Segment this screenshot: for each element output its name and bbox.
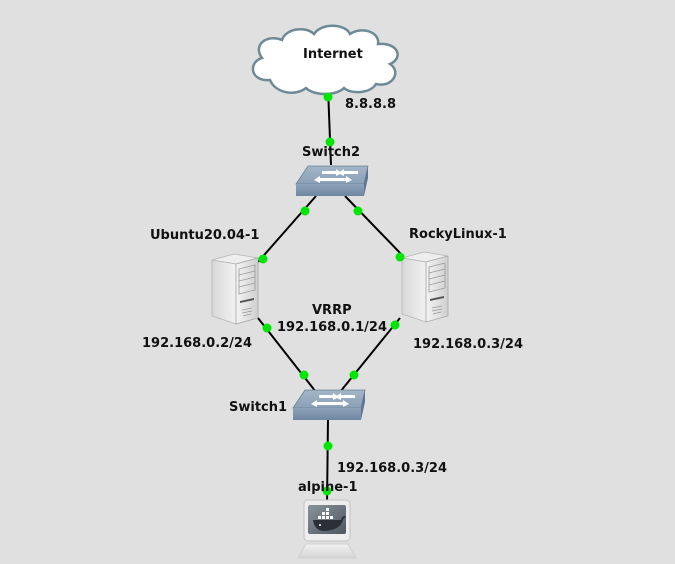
docker-computer-icon [297,499,357,559]
node-alpine[interactable] [297,499,357,559]
node-switch2[interactable] [295,165,369,196]
node-internet[interactable] [251,24,399,96]
node-label-rocky: RockyLinux-1 [409,227,507,242]
ethernet-switch-icon [295,165,369,196]
node-rocky[interactable] [401,251,449,323]
port-dot [353,206,363,216]
port-dot [258,254,268,264]
port-dot [325,137,335,147]
port-dot [390,320,400,330]
node-switch1[interactable] [292,389,366,420]
port-dot [300,206,310,216]
annotation-alpine-ip: 192.168.0.3/24 [337,461,448,476]
annotation-rocky-ip: 192.168.0.3/24 [413,337,524,352]
port-dot [322,486,332,496]
annotation-internet-ip: 8.8.8.8 [345,97,396,112]
node-label-switch2: Switch2 [302,145,361,160]
annotation-ubuntu-ip: 192.168.0.2/24 [142,336,253,351]
annotation-vrrp-title: VRRP [312,303,352,318]
ethernet-switch-icon [292,389,366,420]
port-dot [323,92,333,102]
link-switch2-rocky[interactable] [344,195,404,257]
node-label-alpine: alpine-1 [298,480,358,495]
node-label-internet: Internet [303,47,363,62]
port-dot [349,370,359,380]
port-indicators [258,92,405,496]
link-rocky-switch1[interactable] [339,317,401,393]
port-dot [395,252,405,262]
cloud-icon [251,24,399,96]
port-dot [299,370,309,380]
node-label-switch1: Switch1 [229,400,288,415]
port-dot [262,323,272,333]
port-dot [323,441,333,451]
node-ubuntu[interactable] [211,253,259,325]
annotation-vrrp-vip: 192.168.0.1/24 [277,320,388,335]
server-tower-icon [211,253,259,325]
node-label-ubuntu: Ubuntu20.04-1 [150,228,260,243]
link-switch2-ubuntu[interactable] [257,195,317,263]
server-tower-icon [401,251,449,323]
